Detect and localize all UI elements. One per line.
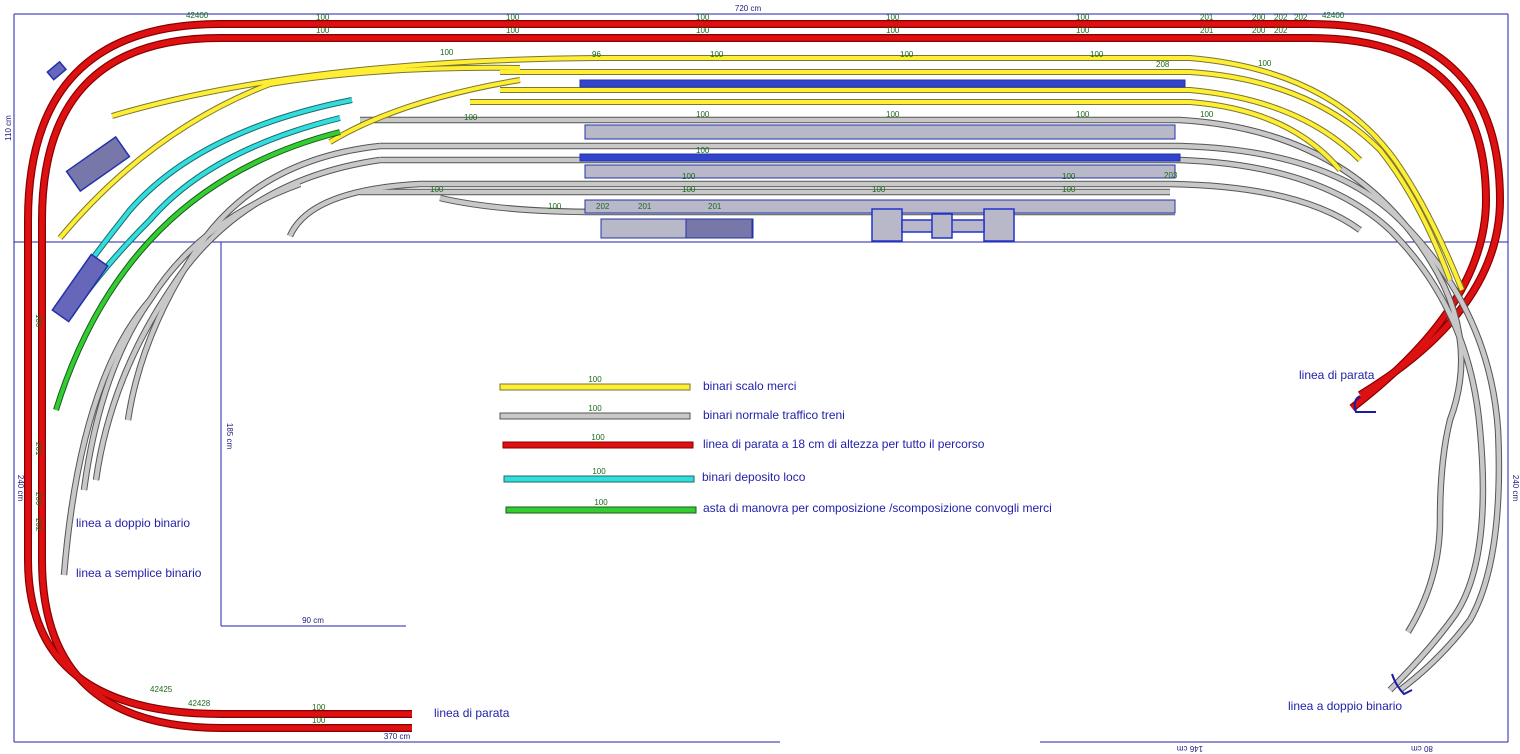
svg-text:100: 100: [506, 13, 520, 22]
svg-text:100: 100: [682, 172, 696, 181]
svg-text:201: 201: [638, 202, 652, 211]
svg-text:100: 100: [696, 146, 710, 155]
svg-text:100: 100: [440, 48, 454, 57]
yellow-tracks: [57, 55, 1465, 292]
legend: 100 binari scalo merci 100 binari normal…: [499, 375, 1052, 515]
svg-text:100: 100: [1062, 185, 1076, 194]
depot-buildings: [46, 60, 131, 323]
svg-text:100: 100: [316, 13, 330, 22]
svg-text:100: 100: [312, 703, 326, 712]
svg-text:100: 100: [872, 185, 886, 194]
svg-text:100: 100: [1076, 13, 1090, 22]
green-shunting-track: [53, 129, 341, 411]
svg-text:100: 100: [886, 26, 900, 35]
svg-text:100: 100: [1200, 110, 1214, 119]
dim-inner-height: 185 cm: [225, 423, 234, 450]
turntable: [871, 208, 1015, 242]
svg-text:binari scalo merci: binari scalo merci: [703, 379, 796, 393]
svg-text:100: 100: [1076, 110, 1090, 119]
svg-text:100: 100: [592, 467, 606, 476]
legend-yellow: 100 binari scalo merci: [499, 375, 796, 393]
svg-text:100: 100: [710, 50, 724, 59]
svg-text:100: 100: [594, 498, 608, 507]
frame: [13, 13, 1509, 743]
label-double-track-left: linea a doppio binario: [76, 516, 190, 530]
dim-right-side: 240 cm: [1511, 475, 1520, 502]
svg-text:200: 200: [34, 492, 43, 506]
legend-green: 100 asta di manovra per composizione /sc…: [505, 498, 1052, 515]
legend-red: 100 linea di parata a 18 cm di altezza p…: [502, 433, 985, 451]
svg-text:208: 208: [1156, 60, 1170, 69]
svg-text:202: 202: [1274, 13, 1288, 22]
track-number-labels: 100 100 100 100 100 201 200 202 202 100 …: [34, 11, 1345, 725]
legend-cyan: 100 binari deposito loco: [503, 467, 806, 484]
svg-text:100: 100: [886, 13, 900, 22]
svg-text:100: 100: [696, 26, 710, 35]
svg-text:100: 100: [1090, 50, 1104, 59]
label-parade-bottom: linea di parata: [434, 706, 510, 720]
svg-text:201: 201: [1200, 26, 1214, 35]
svg-text:binari normale traffico treni: binari normale traffico treni: [703, 408, 845, 422]
svg-text:201: 201: [34, 442, 43, 456]
dim-bottom-right-2: 80 cm: [1411, 744, 1433, 753]
svg-text:100: 100: [591, 433, 605, 442]
svg-text:42428: 42428: [188, 699, 211, 708]
svg-text:202: 202: [1274, 26, 1288, 35]
svg-text:100: 100: [548, 202, 562, 211]
svg-text:100: 100: [312, 716, 326, 725]
dim-top-width: 720 cm: [735, 4, 762, 13]
label-double-track-right: linea a doppio binario: [1288, 699, 1402, 713]
svg-text:100: 100: [1062, 172, 1076, 181]
svg-text:100: 100: [696, 110, 710, 119]
svg-text:100: 100: [1076, 26, 1090, 35]
svg-text:42425: 42425: [150, 685, 173, 694]
red-parade-line: [24, 20, 1505, 732]
svg-text:200: 200: [1252, 13, 1266, 22]
svg-text:201: 201: [708, 202, 722, 211]
cyan-depot-tracks: [53, 97, 353, 318]
svg-text:202: 202: [596, 202, 610, 211]
svg-text:asta di manovra per composizio: asta di manovra per composizione /scompo…: [703, 501, 1052, 515]
svg-text:100: 100: [696, 13, 710, 22]
svg-text:202: 202: [34, 518, 43, 532]
svg-text:201: 201: [1200, 13, 1214, 22]
svg-text:100: 100: [464, 113, 478, 122]
svg-text:100: 100: [34, 314, 43, 328]
svg-text:200: 200: [1252, 26, 1266, 35]
dim-bottom-right-1: 146 cm: [1177, 744, 1204, 753]
svg-text:100: 100: [900, 50, 914, 59]
svg-text:100: 100: [1258, 59, 1272, 68]
svg-text:linea di parata a 18 cm di alt: linea di parata a 18 cm di altezza per t…: [703, 437, 985, 451]
svg-text:100: 100: [506, 26, 520, 35]
svg-text:binari deposito loco: binari deposito loco: [702, 470, 806, 484]
svg-text:96: 96: [592, 50, 601, 59]
svg-text:100: 100: [316, 26, 330, 35]
svg-text:100: 100: [588, 375, 602, 384]
svg-text:100: 100: [430, 185, 444, 194]
svg-text:100: 100: [588, 404, 602, 413]
svg-text:42400: 42400: [186, 11, 209, 20]
station-platforms: [579, 79, 1186, 239]
svg-text:42400: 42400: [1322, 11, 1345, 20]
dim-inner-width: 90 cm: [302, 616, 324, 625]
label-parade-right: linea di parata: [1299, 368, 1375, 382]
svg-text:203: 203: [1164, 171, 1178, 180]
svg-text:202: 202: [1294, 13, 1308, 22]
dim-left-height: 110 cm: [4, 115, 13, 141]
dim-bottom-width: 370 cm: [384, 732, 411, 741]
buffer-stops: [1353, 395, 1413, 696]
legend-grey: 100 binari normale traffico treni: [499, 404, 845, 422]
dim-left-side: 240 cm: [16, 475, 25, 502]
label-single-track-left: linea a semplice binario: [76, 566, 202, 580]
svg-text:100: 100: [682, 185, 696, 194]
svg-text:100: 100: [886, 110, 900, 119]
